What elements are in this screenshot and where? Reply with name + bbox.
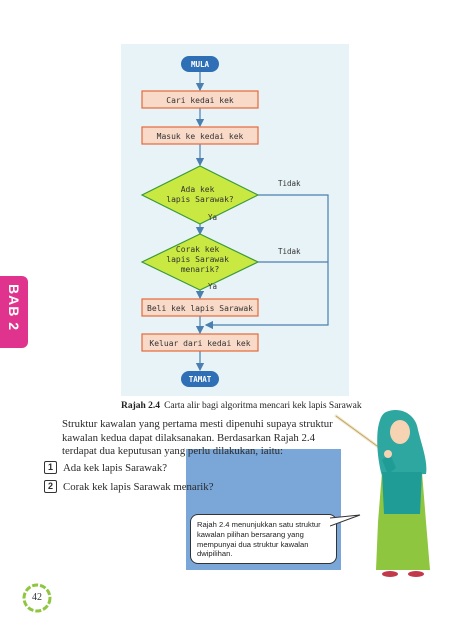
- chapter-tab: BAB 2: [0, 276, 28, 348]
- end-terminal: [181, 371, 219, 387]
- step4-label: Keluar dari kedai kek: [149, 339, 250, 348]
- decision1-label: Ada kek lapis Sarawak?: [166, 185, 234, 204]
- speech-callout: Rajah 2.4 menunjukkan satu struktur kawa…: [190, 514, 337, 564]
- chapter-tab-label: BAB 2: [6, 284, 22, 332]
- no-label-2: Tidak: [278, 247, 301, 256]
- question-text-2: Corak kek lapis Sarawak menarik?: [63, 480, 214, 493]
- no-label-1: Tidak: [278, 179, 301, 188]
- end-label: TAMAT: [189, 375, 212, 384]
- process-step-1: [141, 90, 259, 109]
- start-label: MULA: [191, 60, 210, 69]
- start-terminal: [181, 56, 219, 72]
- question-number-1: 1: [44, 461, 57, 474]
- question-text-1: Ada kek lapis Sarawak?: [63, 461, 168, 474]
- process-step-4: [141, 333, 259, 352]
- question-item-1: 1 Ada kek lapis Sarawak?: [44, 461, 167, 474]
- decision2-label: Corak kek lapis Sarawak menarik?: [166, 245, 233, 274]
- callout-tail: [330, 514, 361, 527]
- question-item-2: 2 Corak kek lapis Sarawak menarik?: [44, 480, 214, 493]
- caption-label: Rajah 2.4: [121, 401, 161, 411]
- question-number-2: 2: [44, 480, 57, 493]
- body-paragraph: Struktur kawalan yang pertama mesti dipe…: [62, 418, 333, 458]
- teacher-illustration: [334, 410, 430, 577]
- yes-label-1: Ya: [208, 213, 217, 222]
- page-number: 42: [32, 592, 42, 603]
- caption-text: Carta alir bagi algoritma mencari kek la…: [164, 401, 362, 411]
- arrow-no-branch-1: [204, 194, 329, 330]
- decision-2: [140, 233, 260, 291]
- process-step-2: [141, 126, 259, 145]
- step3-label: Beli kek lapis Sarawak: [147, 304, 253, 313]
- process-step-3: [141, 298, 259, 317]
- step2-label: Masuk ke kedai kek: [157, 132, 244, 141]
- page-number-ring: [22, 583, 52, 613]
- decision-1: [140, 165, 260, 225]
- step1-label: Cari kedai kek: [166, 96, 234, 105]
- yes-label-2: Ya: [208, 282, 217, 291]
- page-number-badge: 42: [22, 583, 52, 613]
